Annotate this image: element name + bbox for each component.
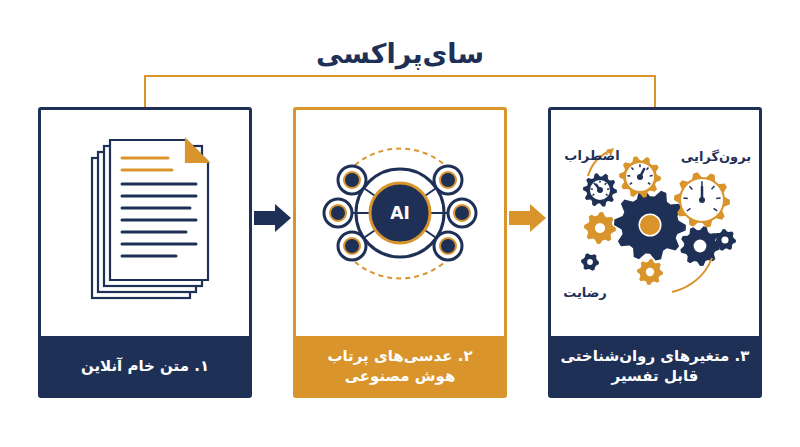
label-band: ۳. متغیرهای روان‌شناختی قابل تفسیر xyxy=(550,336,760,396)
flow-arrow xyxy=(509,204,546,232)
label-band: ۱. متن خام آنلاین xyxy=(40,336,250,396)
bracket-line xyxy=(145,76,655,107)
step-label: ۳. متغیرهای روان‌شناختی قابل تفسیر xyxy=(560,346,750,387)
ai-network-icon xyxy=(324,149,476,279)
step-label: ۲. عدسی‌های پرتاب هوش مصنوعی xyxy=(305,346,495,387)
step-label: ۱. متن خام آنلاین xyxy=(81,356,209,376)
trait-label: رضایت xyxy=(563,285,607,300)
label-band: ۲. عدسی‌های پرتاب هوش مصنوعی xyxy=(295,336,505,396)
trait-label: برون‌گرایی xyxy=(681,149,751,164)
diagram-title: سای‌پراکسی xyxy=(302,36,498,71)
trait-label: اضطراب xyxy=(564,148,619,163)
ai-label: AI xyxy=(390,203,409,223)
process-box: ۱. متن خام آنلاین xyxy=(38,107,252,398)
gears-icon xyxy=(581,148,736,292)
document-stack xyxy=(92,140,208,298)
flow-arrow xyxy=(254,204,291,232)
process-box: ۲. عدسی‌های پرتاب هوش مصنوعی xyxy=(293,107,507,398)
